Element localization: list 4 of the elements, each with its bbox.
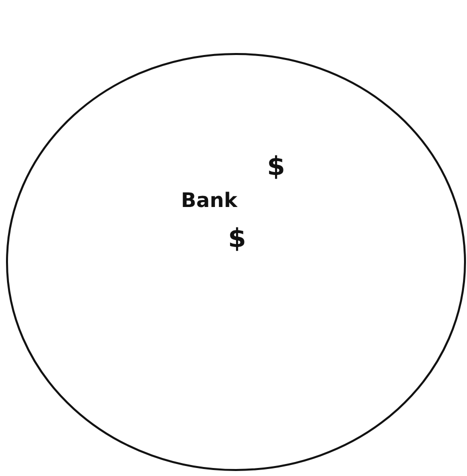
node-label: Bank xyxy=(181,188,238,212)
dollar-sign: $ xyxy=(228,226,246,252)
circle-outline xyxy=(7,54,465,470)
dollar-sign: $ xyxy=(267,154,286,180)
